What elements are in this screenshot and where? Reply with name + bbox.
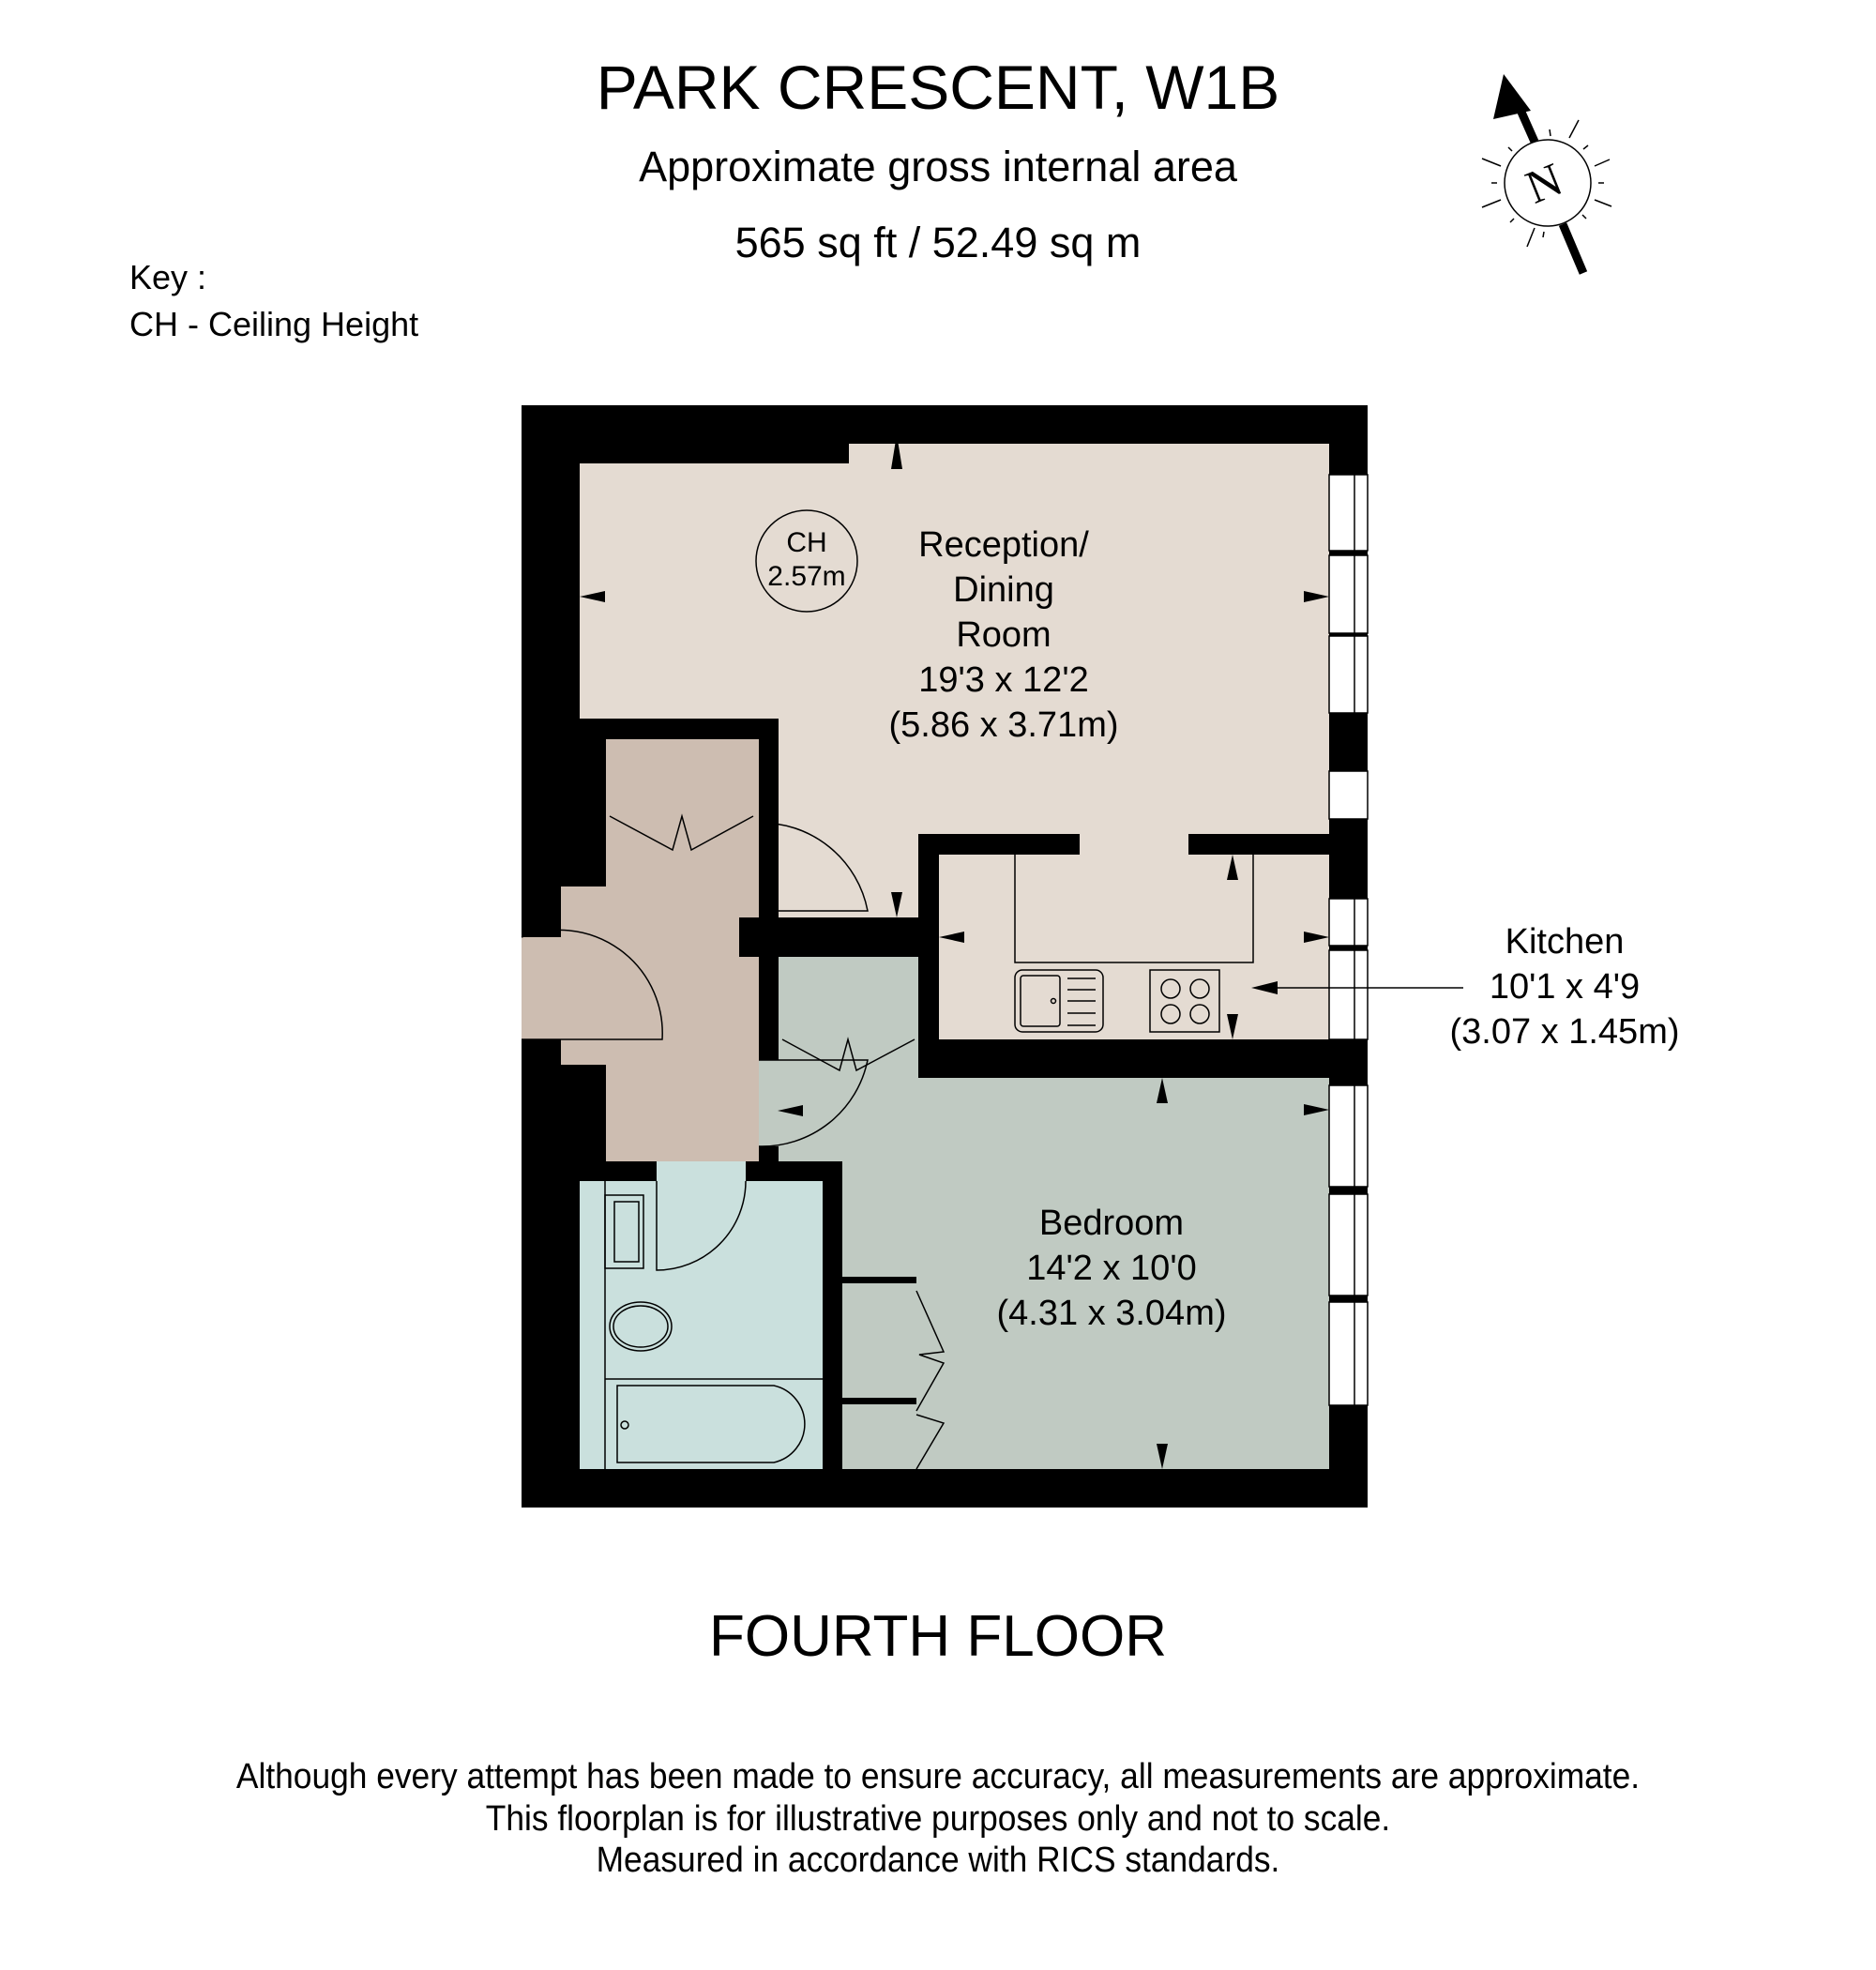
ceiling-height-code: CH (786, 527, 827, 558)
windows (1328, 474, 1369, 1406)
reception-room-area (580, 444, 1329, 917)
floor-label: FOURTH FLOOR (709, 1604, 1167, 1669)
key-entry-ceiling-height: CH - Ceiling Height (129, 305, 419, 343)
bathroom-area (580, 1181, 823, 1469)
disclaimer-line: This floorplan is for illustrative purpo… (485, 1799, 1391, 1839)
room-dimensions-imperial: 14'2 x 10'0 (1026, 1249, 1197, 1288)
room-dimensions-metric: (5.86 x 3.71m) (888, 705, 1119, 745)
bedroom-area (759, 957, 1329, 1469)
disclaimer-line: Although every attempt has been made to … (235, 1757, 1641, 1796)
gross-internal-area: 565 sq ft / 52.49 sq m (734, 219, 1142, 266)
room-name-line: Dining (953, 570, 1054, 610)
area-subtitle: Approximate gross internal area (639, 143, 1237, 190)
kitchen-area (939, 855, 1329, 1039)
key-title: Key : (129, 258, 207, 296)
ceiling-height-badge: CH 2.57m (756, 510, 857, 612)
room-label-bedroom: Bedroom 14'2 x 10'0 (4.31 x 3.04m) (997, 1201, 1227, 1336)
disclaimer-line: Measured in accordance with RICS standar… (596, 1841, 1280, 1880)
room-name-line: Reception/ (918, 525, 1089, 565)
room-dimensions-imperial: 10'1 x 4'9 (1489, 967, 1641, 1007)
room-dimensions-metric: (4.31 x 3.04m) (996, 1294, 1227, 1333)
room-name: Bedroom (1038, 1204, 1185, 1243)
room-label-reception: Reception/ Dining Room 19'3 x 12'2 (5.86… (889, 523, 1119, 748)
room-dimensions-imperial: 19'3 x 12'2 (918, 660, 1089, 700)
property-title: PARK CRESCENT, W1B (596, 53, 1280, 122)
ceiling-height-value: 2.57m (767, 561, 846, 592)
room-label-kitchen: Kitchen 10'1 x 4'9 (3.07 x 1.45m) (1450, 919, 1680, 1054)
room-name-line: Room (956, 615, 1051, 655)
room-dimensions-metric: (3.07 x 1.45m) (1449, 1012, 1680, 1052)
room-name: Kitchen (1505, 922, 1625, 962)
